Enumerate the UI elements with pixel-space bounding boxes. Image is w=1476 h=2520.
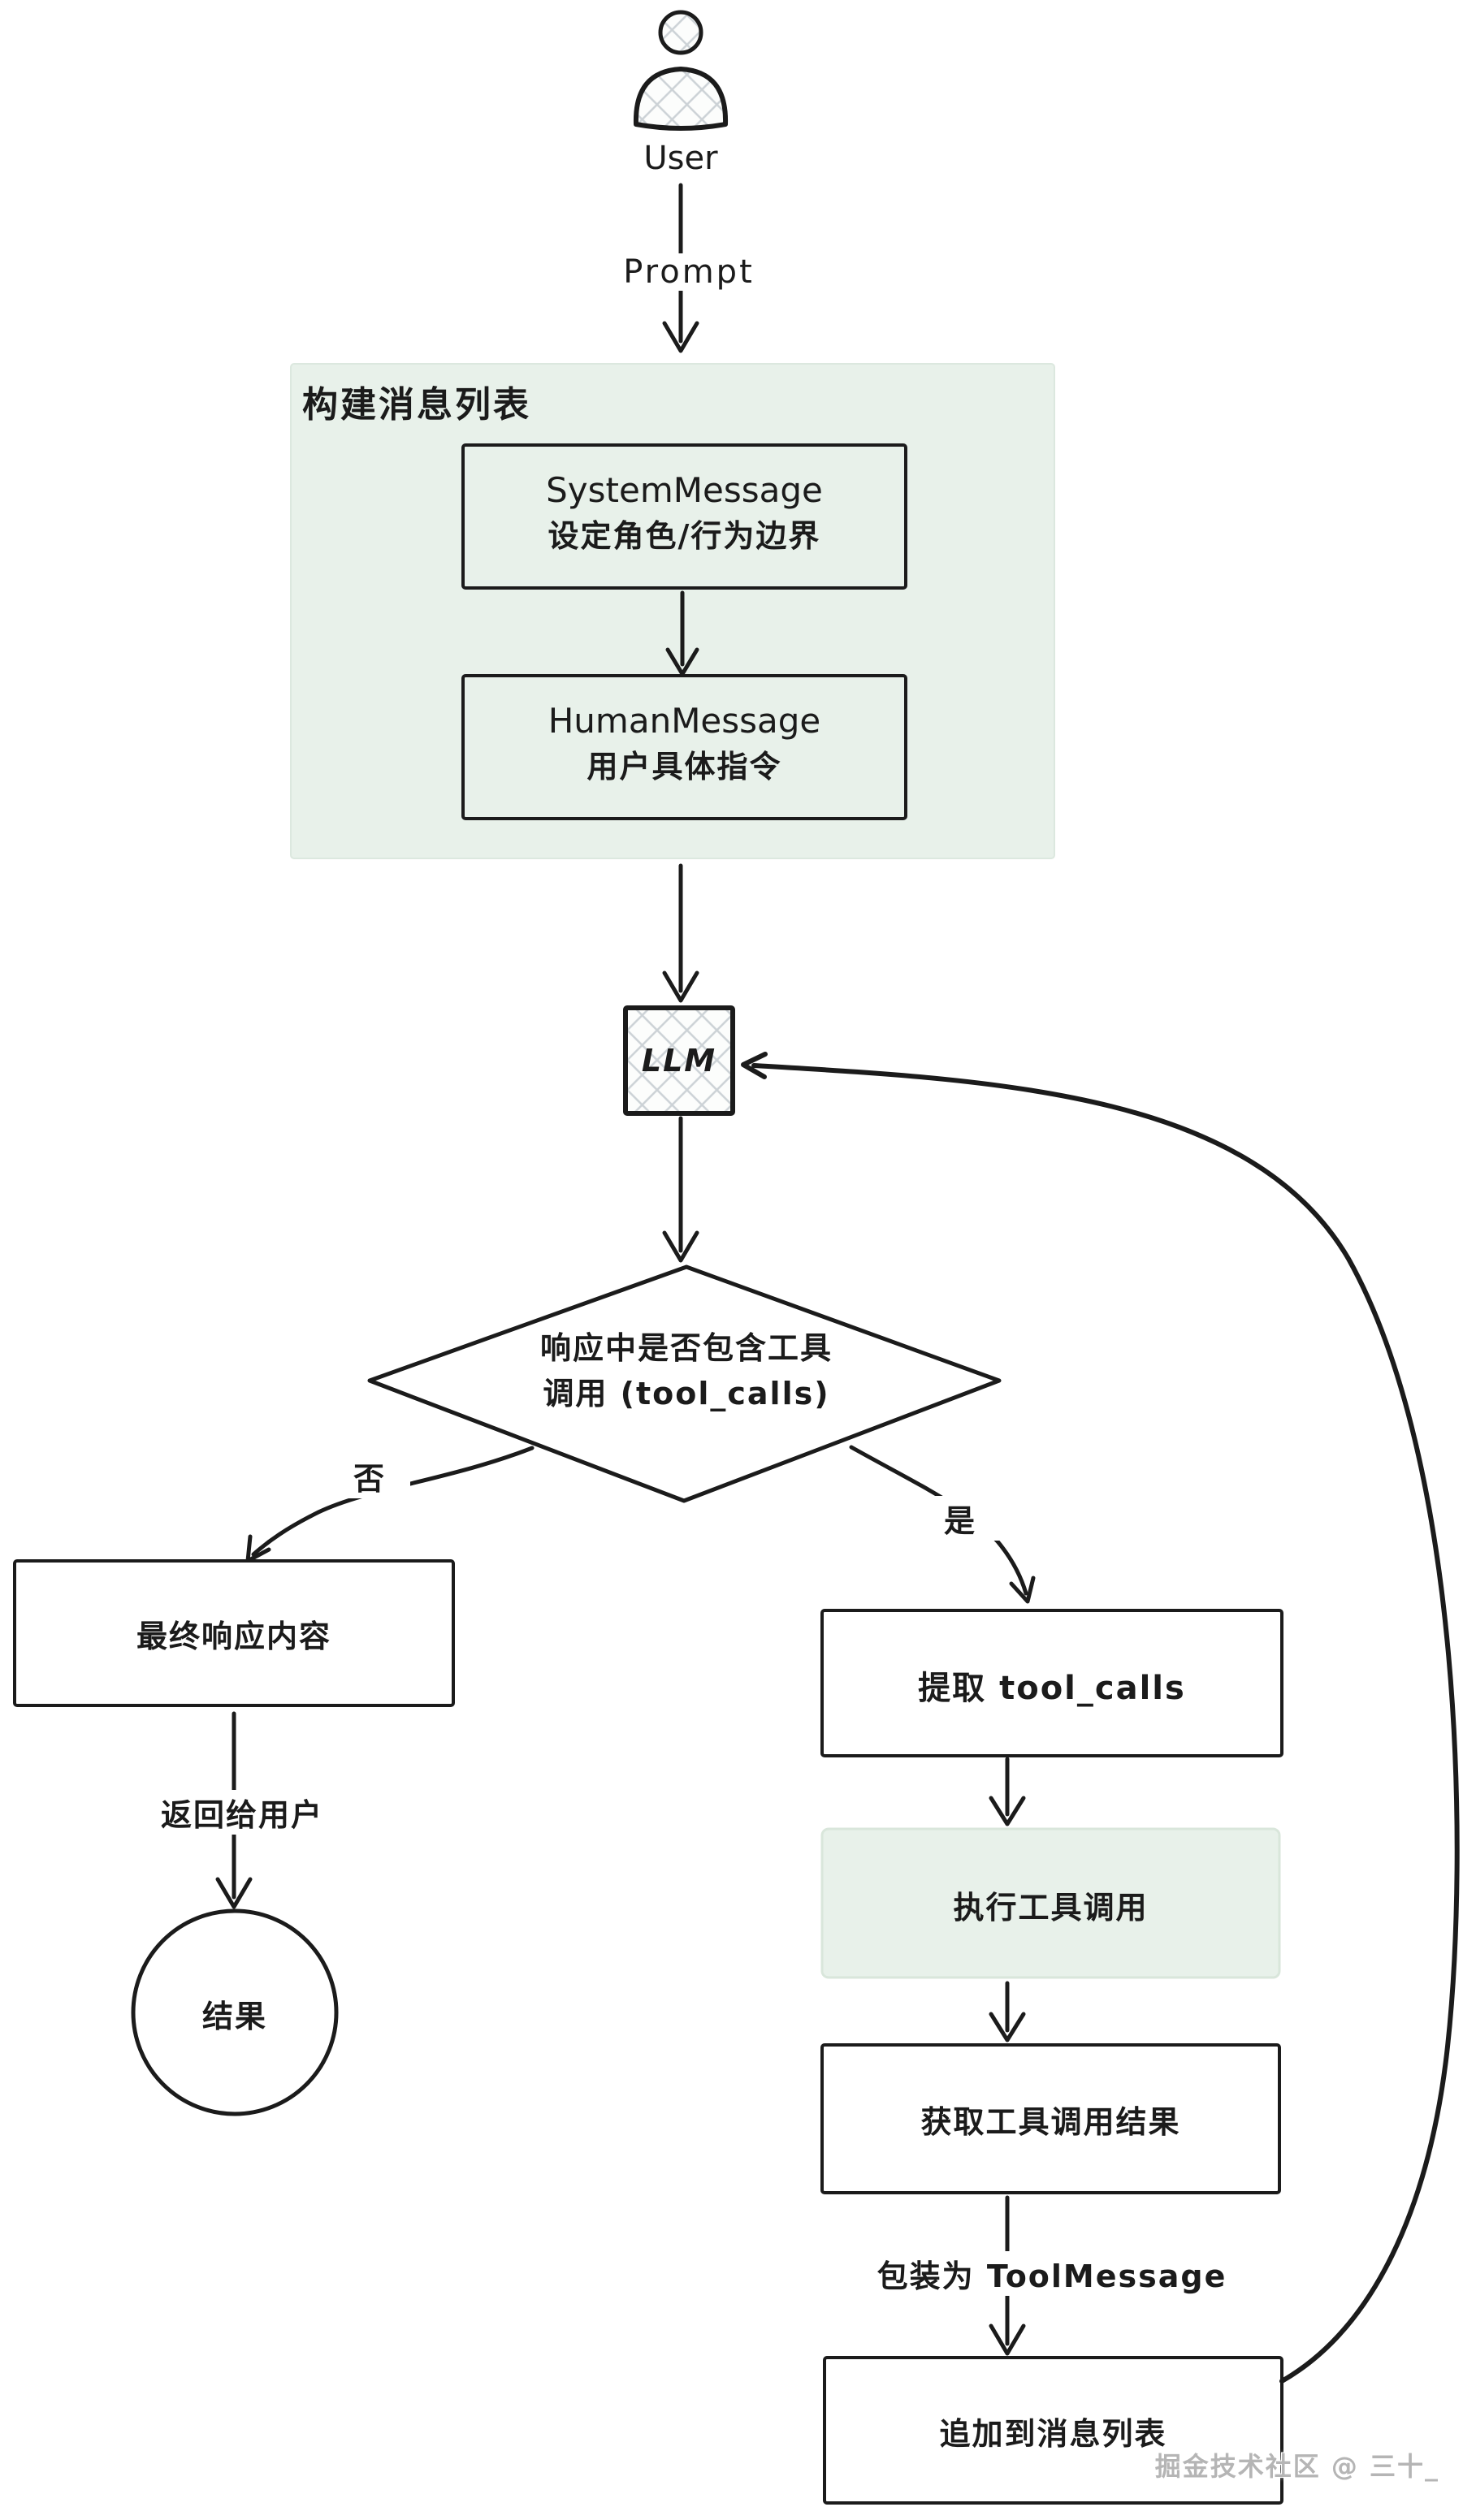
system-message-node: SystemMessage 设定角色/行为边界	[463, 468, 906, 559]
build-messages-group-box	[290, 363, 1055, 859]
decision-line2: 调用 (tool_calls)	[543, 1376, 830, 1411]
no-edge-label: 否	[329, 1454, 410, 1498]
human-message-title: HumanMessage	[548, 701, 821, 741]
result-label: 结果	[201, 1999, 267, 2034]
llm-to-decision-arrow	[662, 1116, 699, 1263]
return-to-user-edge-label: 返回给用户	[96, 1790, 388, 1835]
system-message-subtitle: 设定角色/行为边界	[548, 518, 821, 554]
extract-tool-calls-label: 提取 tool_calls	[918, 1670, 1186, 1707]
prompt-edge-label: Prompt	[599, 253, 778, 291]
append-to-message-list-label: 追加到消息列表	[939, 2416, 1167, 2452]
llm-box	[623, 1005, 735, 1116]
watermark: 掘金技术社区 @ 三十_	[1154, 2451, 1439, 2482]
get-tool-call-result-label: 获取工具调用结果	[920, 2104, 1181, 2140]
human-message-node: HumanMessage 用户具体指令	[463, 698, 906, 789]
user-icon	[633, 10, 729, 131]
human-message-subtitle: 用户具体指令	[587, 749, 782, 785]
execute-to-result-arrow	[989, 1981, 1026, 2042]
decision-line1: 响应中是否包含工具	[539, 1330, 833, 1366]
user-label: User	[643, 140, 718, 177]
append-to-message-list-box	[823, 2356, 1283, 2505]
result-circle	[131, 1908, 339, 2116]
system-message-title: SystemMessage	[546, 470, 823, 510]
build-messages-group-title: 构建消息列表	[302, 384, 531, 426]
decision-label: 响应中是否包含工具 调用 (tool_calls)	[483, 1325, 889, 1416]
extract-tool-calls-box	[820, 1609, 1283, 1757]
human-message-box	[461, 674, 907, 820]
llm-label: LLM	[641, 1043, 717, 1078]
decision-diamond	[367, 1264, 1002, 1503]
final-response-label: 最终响应内容	[136, 1619, 331, 1654]
execute-tool-call-box	[820, 1827, 1281, 1979]
extract-to-execute-arrow	[989, 1757, 1026, 1826]
messages-to-llm-arrow	[662, 863, 699, 1003]
system-message-box	[461, 443, 907, 590]
wrap-toolmessage-edge-label: 包装为 ToolMessage	[865, 2251, 1239, 2296]
loop-back-arrow	[741, 1052, 1460, 2384]
get-tool-call-result-box	[820, 2043, 1281, 2194]
yes-edge-label: 是	[920, 1496, 1001, 1541]
final-response-box	[13, 1559, 455, 1707]
execute-tool-call-label: 执行工具调用	[953, 1890, 1149, 1926]
